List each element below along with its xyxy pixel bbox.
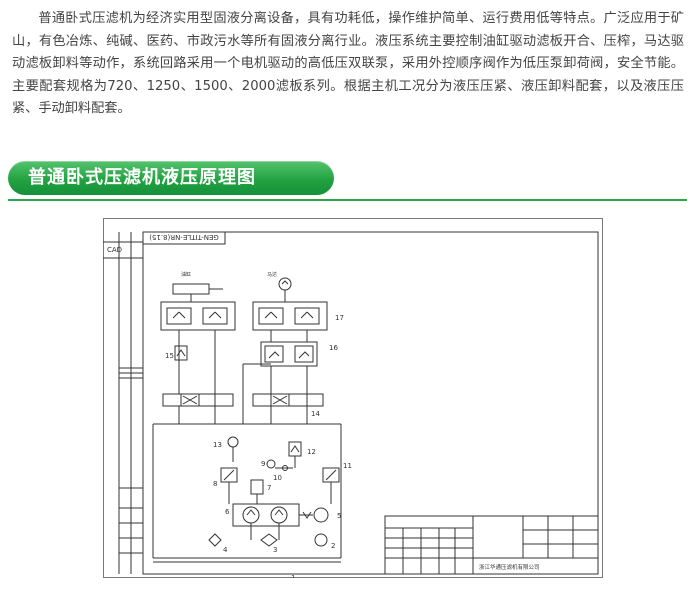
hydraulic-schematic-drawing: CAD GEN-TITLE-NR(8.15) 油缸 马达 浙江华通压滤机有限公司… <box>103 218 603 578</box>
part-number-12: 12 <box>307 448 316 456</box>
part-number-8: 8 <box>213 480 217 488</box>
part-number-7: 7 <box>267 484 271 492</box>
part-number-16: 16 <box>329 344 338 352</box>
drawing-inner-frame <box>142 231 599 575</box>
part-number-1: 1 <box>291 574 295 578</box>
cad-label: CAD <box>107 246 122 254</box>
part-number-9: 9 <box>261 460 265 468</box>
title-block <box>384 515 599 575</box>
part-number-2: 2 <box>331 542 335 550</box>
part-number-5: 5 <box>337 512 341 520</box>
part-number-10: 10 <box>273 474 282 482</box>
part-number-17: 17 <box>335 314 344 322</box>
part-number-3: 3 <box>273 546 277 554</box>
part-number-14: 14 <box>311 410 320 418</box>
part-number-15: 15 <box>165 352 174 360</box>
part-number-4: 4 <box>223 546 228 554</box>
heading-underline <box>8 199 687 201</box>
title-code-label: GEN-TITLE-NR(8.15) <box>149 233 219 241</box>
intro-paragraph: 普通卧式压滤机为经济实用型固液分离设备，具有功耗低，操作维护简单、运行费用低等特… <box>12 11 684 117</box>
part-number-6: 6 <box>225 508 230 516</box>
drawing-outer-frame <box>103 218 603 578</box>
section-heading-title: 普通卧式压滤机液压原理图 <box>28 167 256 188</box>
actuator-right-label: 马达 <box>267 271 277 278</box>
part-number-13: 13 <box>213 441 222 449</box>
section-heading-banner: 普通卧式压滤机液压原理图 <box>8 161 334 195</box>
actuator-left-label: 油缸 <box>181 271 191 278</box>
company-name: 浙江华通压滤机有限公司 <box>479 563 540 571</box>
part-number-11: 11 <box>343 462 352 470</box>
